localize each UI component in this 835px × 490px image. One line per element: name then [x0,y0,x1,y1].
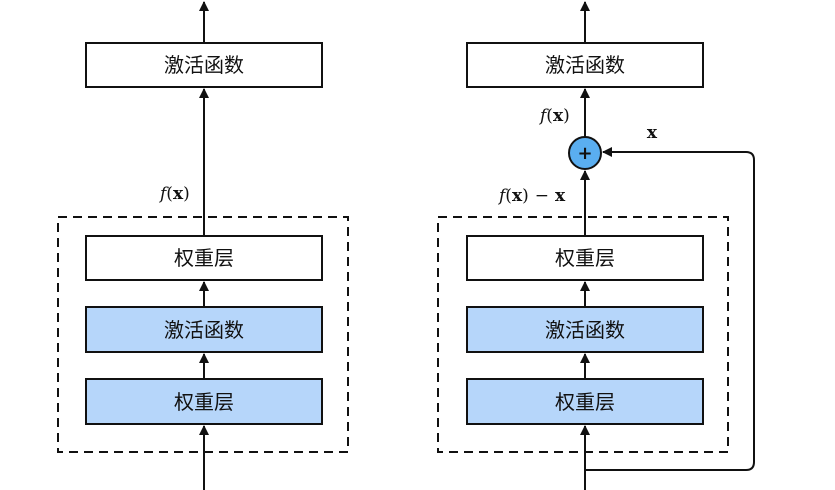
right-weight-layer-bottom-box [466,378,704,425]
right-activation-mid-box [466,306,704,353]
right-fx-close-paren: ) [563,106,570,126]
adder-node [568,136,602,170]
left-block: 激活函数 f(x) 权重层 激活函数 权重层 [57,1,349,490]
left-activation-mid-box [85,306,323,353]
left-fx-close-paren: ) [183,184,190,204]
right-weight-layer-bottom-label: 权重层 [555,390,615,414]
right-block: 激活函数 f(x) + f(x)−x x 权重层 激活函数 权 [437,1,755,490]
left-weight-layer-bottom-box [85,378,323,425]
left-fx-open-paren: ( [166,184,173,204]
right-residual-label: f(x)−x [497,186,566,206]
left-fx-label: f(x) [158,184,190,204]
left-fx-arg: x [173,184,184,204]
right-weight-layer-top-label: 权重层 [555,246,615,270]
left-activation-top-label: 激活函数 [164,53,244,77]
left-weight-layer-top-label: 权重层 [174,246,234,270]
left-fx-fn: f [158,184,169,204]
right-activation-top-box [466,42,704,88]
right-fx-open-paren: ( [546,106,553,126]
right-weight-layer-top-box [466,235,704,281]
left-weight-layer-bottom-label: 权重层 [174,390,234,414]
right-residual-x: x [555,186,566,206]
right-dashed-container [437,216,729,453]
right-activation-top-label: 激活函数 [545,53,625,77]
right-residual-fn: f [497,186,508,206]
right-residual-arg: x [512,186,523,206]
skip-connection-path [585,147,755,471]
left-activation-mid-label: 激活函数 [164,318,244,342]
left-activation-top-box [85,42,323,88]
right-fx-label: f(x) [538,106,570,126]
left-weight-layer-top-box [85,235,323,281]
right-activation-mid-label: 激活函数 [545,318,625,342]
right-residual-minus: − [535,186,549,206]
right-residual-close-paren: ) [522,186,529,206]
left-dashed-container [57,216,349,453]
right-residual-open-paren: ( [505,186,512,206]
right-fx-fn: f [538,106,549,126]
skip-connection-label: x [647,123,658,143]
right-fx-arg: x [553,106,564,126]
adder-plus-symbol: + [577,143,592,164]
